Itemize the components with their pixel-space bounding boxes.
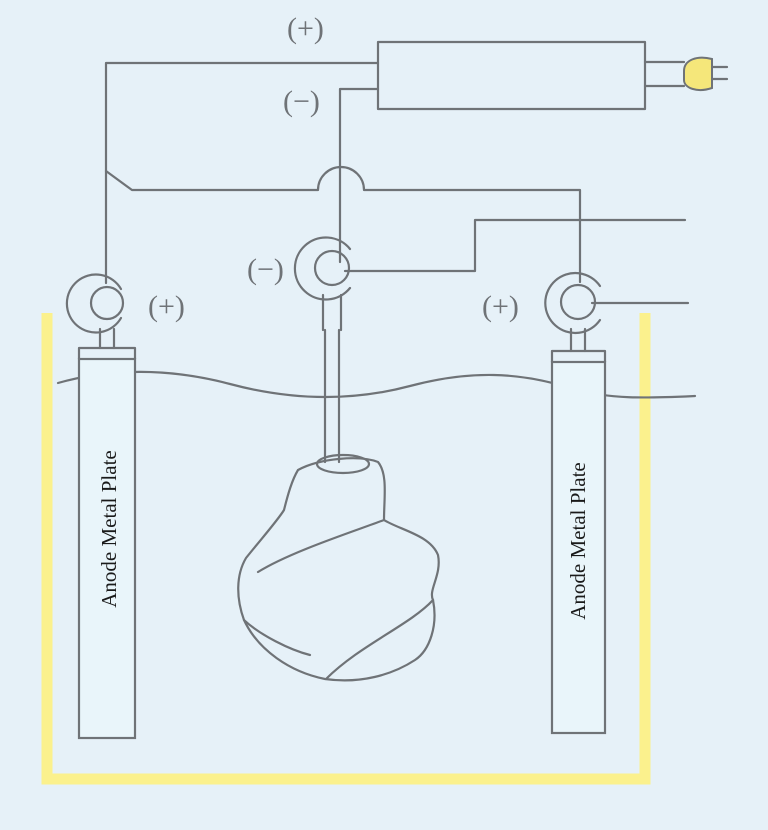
center-clamp-sign: (−): [247, 253, 284, 286]
left-anode-plate: [77, 357, 137, 740]
right-anode-plate: [550, 360, 607, 735]
right-plate-label: Anode Metal Plate: [566, 462, 590, 619]
aux-wire-upper: [343, 218, 687, 273]
negative-lead: [338, 87, 380, 264]
cathode-rod: [323, 328, 341, 464]
power-supply-box: [376, 40, 647, 111]
right-anode-clamp: [544, 271, 607, 364]
supply-positive-sign: (+): [287, 12, 324, 45]
left-anode-clamp: [65, 273, 137, 361]
positive-lead: [104, 61, 380, 285]
right-clamp-sign: (+): [482, 290, 519, 323]
power-cord: [643, 60, 686, 88]
left-clamp-sign: (+): [148, 290, 185, 323]
power-plug-icon: [683, 56, 729, 91]
positive-branch-to-right-anode: [104, 165, 582, 284]
supply-negative-sign: (−): [283, 85, 320, 118]
plating-tank: [41, 313, 651, 785]
left-plate-label: Anode Metal Plate: [97, 450, 121, 607]
center-cathode-clamp: [293, 236, 352, 332]
workpiece: [237, 453, 440, 682]
